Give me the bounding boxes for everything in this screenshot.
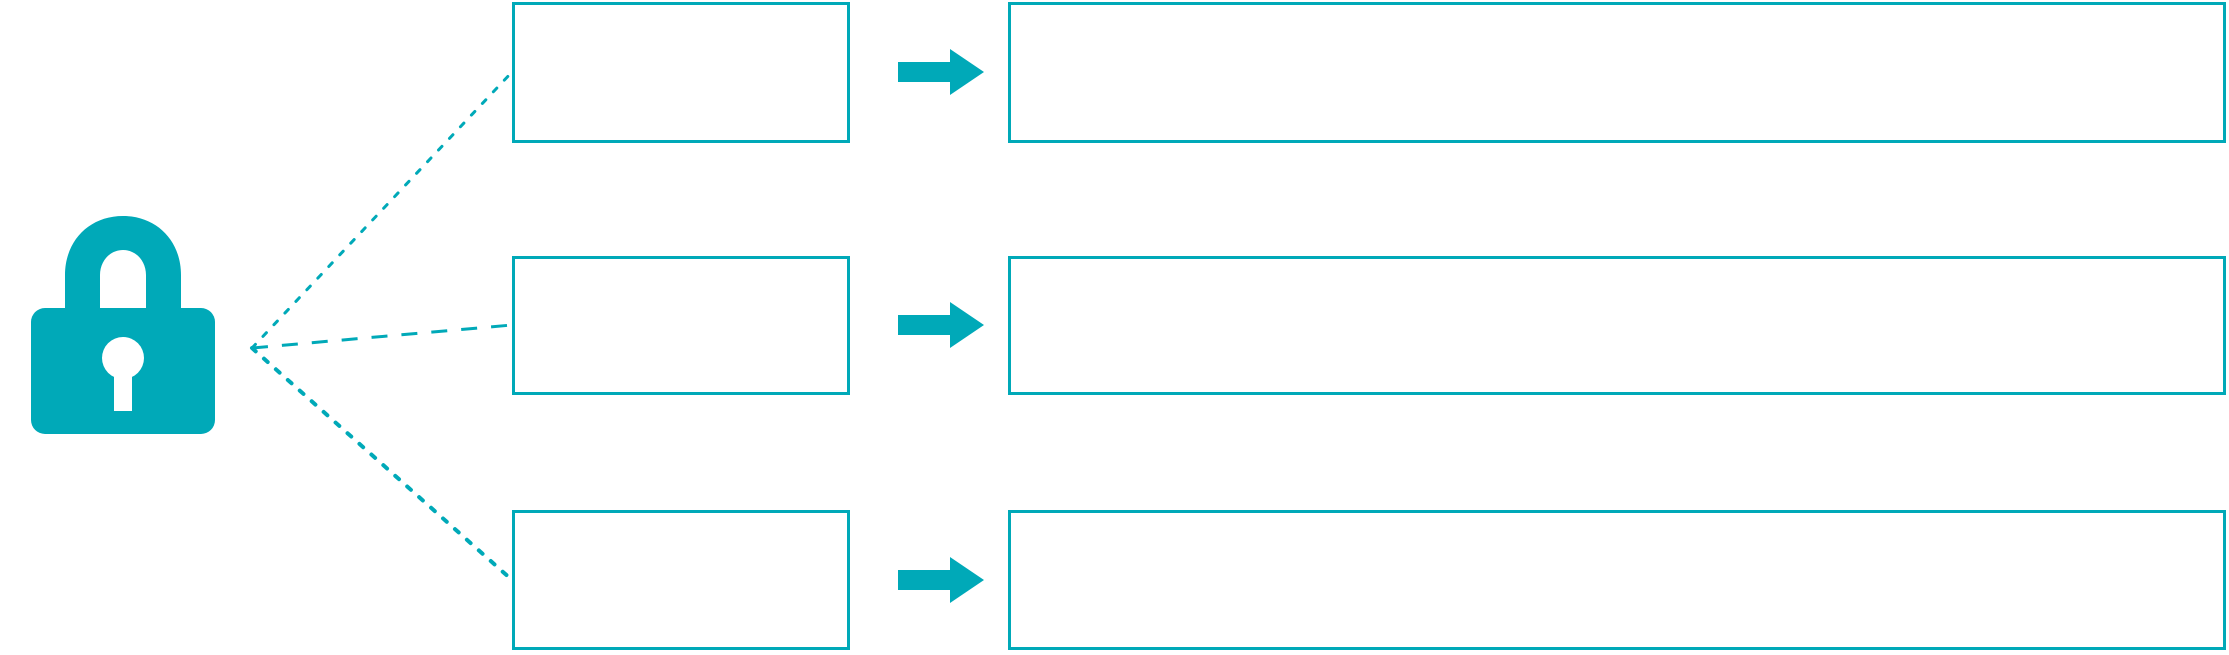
arrow-right-icon [898,557,984,603]
lock-icon [28,210,218,440]
output-box[interactable] [1008,2,2226,143]
arrow-right-icon [898,302,984,348]
input-box[interactable] [512,510,850,650]
output-box[interactable] [1008,510,2226,650]
arrow-right-icon [898,49,984,95]
flow-row [0,2,2229,143]
flow-row [0,510,2229,650]
output-box[interactable] [1008,256,2226,395]
input-box[interactable] [512,2,850,143]
input-box[interactable] [512,256,850,395]
flow-row [0,256,2229,395]
